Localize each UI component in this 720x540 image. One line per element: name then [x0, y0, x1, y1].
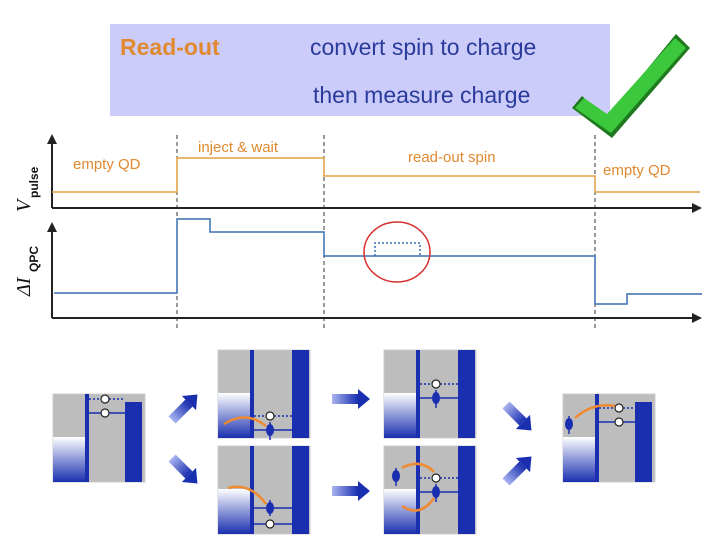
svg-text:QPC: QPC — [27, 246, 41, 272]
panel-inject-up — [217, 349, 311, 440]
panel-inject-down — [217, 445, 311, 535]
arrow-right-top-icon — [332, 389, 370, 409]
highlight-circle — [363, 221, 431, 283]
banner-line-2: then measure charge — [313, 82, 531, 108]
flow-arrows — [168, 389, 532, 501]
arrow-right-bottom-icon — [332, 481, 370, 501]
phase-label-empty-2: empty QD — [603, 162, 671, 179]
svg-text:ΔI: ΔI — [13, 276, 35, 297]
header-banner: Read-out convert spin to charge then mea… — [110, 24, 610, 116]
svg-text:pulse: pulse — [27, 166, 41, 198]
qpc-axis-label: ΔI QPC — [13, 246, 41, 297]
banner-title: Read-out — [120, 34, 220, 60]
phase-label-inject: inject & wait — [198, 139, 279, 156]
green-check-icon — [572, 34, 690, 138]
panel-empty-qd-start — [52, 393, 146, 483]
svg-text:V: V — [13, 197, 35, 212]
panel-readout-up — [383, 349, 477, 439]
arrow-down-right-2-icon — [502, 401, 532, 431]
arrow-down-right-1-icon — [168, 454, 198, 484]
qpc-axis — [47, 222, 702, 323]
phase-label-readout: read-out spin — [408, 149, 496, 166]
qpc-trace — [54, 218, 702, 305]
banner-line-1: convert spin to charge — [310, 34, 537, 60]
pulse-axis-label: V pulse — [13, 166, 41, 212]
pulse-trace — [52, 157, 700, 193]
phase-label-empty-1: empty QD — [73, 156, 141, 173]
panel-empty-qd-end — [562, 393, 656, 483]
qpc-spin-blip — [374, 242, 421, 256]
pulse-axis — [47, 134, 702, 213]
arrow-up-right-2-icon — [502, 456, 532, 486]
panel-readout-down — [383, 445, 477, 535]
arrow-up-right-1-icon — [168, 394, 198, 424]
